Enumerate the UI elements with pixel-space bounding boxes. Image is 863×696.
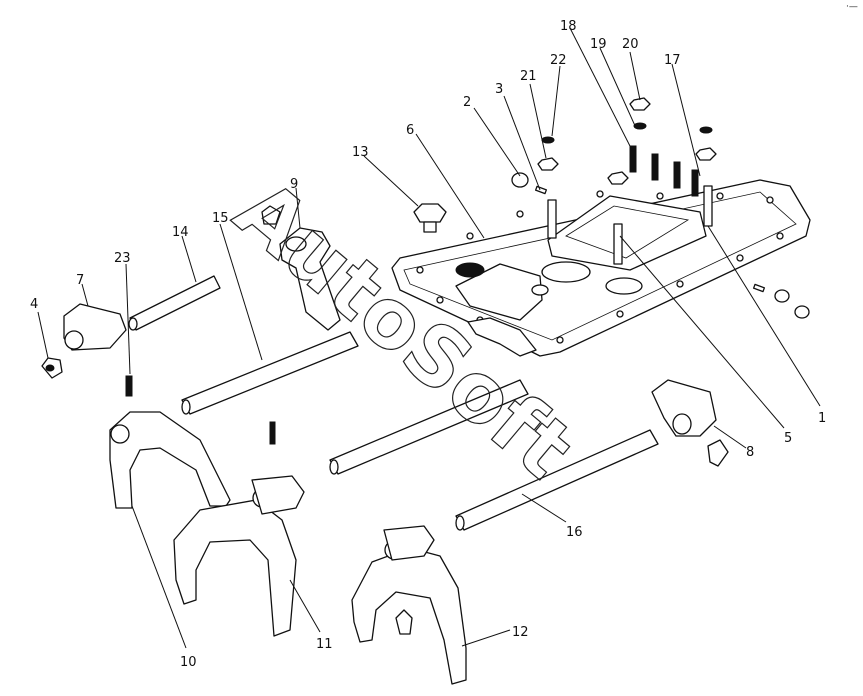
selector-block-8 [651,379,729,467]
callout-7: 7 [76,273,84,288]
callout-6: 6 [406,123,414,138]
callout-13: 13 [352,145,369,160]
callout-4: 4 [30,297,38,312]
callout-23: 23 [114,251,131,266]
shift-fork-12 [351,525,467,685]
callout-16: 16 [566,525,583,540]
shift-fork-11 [173,475,305,637]
vent-plug [413,203,447,233]
callout-20: 20 [622,37,639,52]
callout-5: 5 [784,431,792,446]
callout-11: 11 [316,637,333,652]
callout-22: 22 [550,53,567,68]
studs [629,145,699,197]
callouts: 1 2 3 4 5 6 7 8 9 10 11 12 13 14 15 16 1… [30,19,826,670]
shift-fork-10 [109,411,231,509]
callout-10: 10 [180,655,197,670]
callout-2: 2 [463,95,471,110]
callout-15: 15 [212,211,229,226]
cover-plate [391,179,811,357]
callout-8: 8 [746,445,754,460]
callout-9: 9 [290,177,298,192]
callout-12: 12 [512,625,529,640]
leader-lines [37,27,821,649]
bolt-4 [41,357,63,379]
callout-18: 18 [560,19,577,34]
nuts-and-washers [537,97,717,185]
callout-17: 17 [664,53,681,68]
callout-19: 19 [590,37,607,52]
selector-block [63,205,281,351]
callout-14: 14 [172,225,189,240]
callout-21: 21 [520,69,537,84]
shift-lever [279,227,341,331]
o-rings [511,172,810,319]
shift-rails [128,275,659,531]
callout-1: 1 [818,411,826,426]
corner-mark: ·— [846,2,858,12]
pins [125,375,413,635]
callout-3: 3 [495,82,503,97]
